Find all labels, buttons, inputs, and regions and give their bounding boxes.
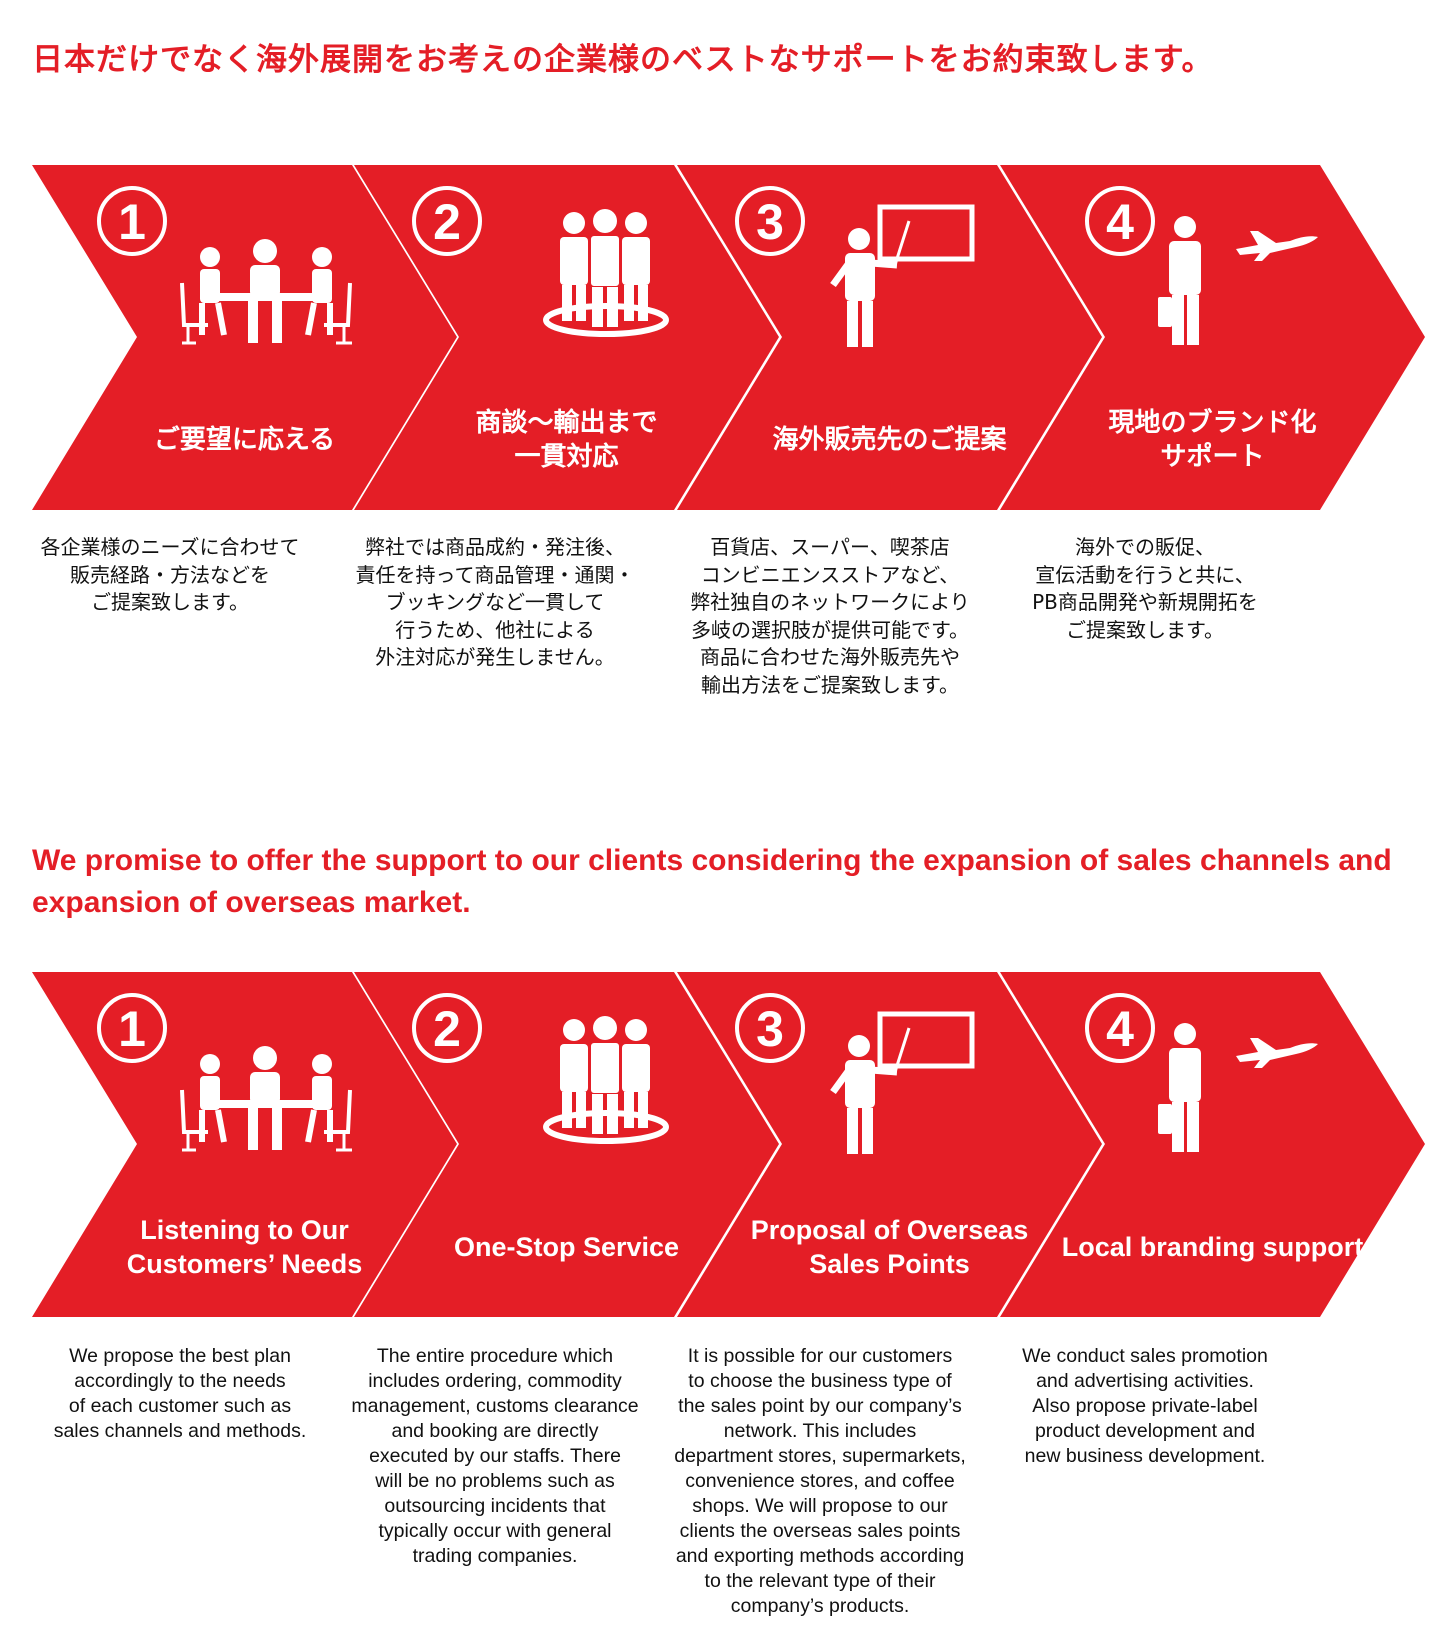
step-number-badge: 3 xyxy=(735,993,805,1063)
step-title: Local branding support xyxy=(1061,1232,1364,1262)
step-4-chevron: 4 Local branding support xyxy=(1000,972,1425,1317)
step-1-chevron: 1 ご要望に応える xyxy=(32,165,457,510)
step-3-chevron: 3 海外販売先のご提案 xyxy=(677,165,1102,510)
english-steps-row: 1 Listening to Our Customers’ Needs 2 On… xyxy=(0,972,1449,1317)
step-number-badge: 3 xyxy=(735,186,805,256)
step-title: 現地のブランド化 サポート xyxy=(1108,408,1317,472)
step-1-chevron: 1 Listening to Our Customers’ Needs xyxy=(32,972,457,1317)
step-number-badge: 4 xyxy=(1085,993,1155,1063)
step-title: ご要望に応える xyxy=(153,425,336,455)
step-1-description: 各企業様のニーズに合わせて 販売経路・方法などを ご提案致します。 xyxy=(40,535,300,614)
step-title: Listening to Our Customers’ Needs xyxy=(126,1215,363,1279)
japanese-heading: 日本だけでなく海外展開をお考えの企業様のベストなサポートをお約束致します。 xyxy=(32,42,1214,78)
step-3-chevron: 3 Proposal of Overseas Sales Points xyxy=(677,972,1102,1317)
step-3-description: 百貨店、スーパー、喫茶店 コンビニエンスストアなど、 弊社独自のネットワークによ… xyxy=(690,535,970,697)
step-number-badge: 1 xyxy=(97,993,167,1063)
step-title: Proposal of Overseas Sales Points xyxy=(750,1215,1029,1279)
step-4-chevron: 4 現地のブランド化 サポート xyxy=(1000,165,1425,510)
step-3-description: It is possible for our customers to choo… xyxy=(674,1345,966,1617)
step-2-description: The entire procedure which includes orde… xyxy=(351,1345,639,1567)
step-number-badge: 4 xyxy=(1085,186,1155,256)
step-title: 海外販売先のご提案 xyxy=(772,425,1007,455)
step-2-chevron: 2 One-Stop Service xyxy=(354,972,779,1317)
japanese-steps-row: 1 ご要望に応える 2 商談〜輸出まで 一貫対応 3 海外販売先のご提案 4 現… xyxy=(0,165,1449,510)
step-1-description: We propose the best plan accordingly to … xyxy=(53,1345,307,1442)
step-2-chevron: 2 商談〜輸出まで 一貫対応 xyxy=(354,165,779,510)
step-title: One-Stop Service xyxy=(453,1232,680,1262)
step-4-description: We conduct sales promotion and advertisi… xyxy=(1022,1345,1268,1467)
step-2-description: 弊社では商品成約・発注後、 責任を持って商品管理・通関・ ブッキングなど一貫して… xyxy=(355,535,635,669)
step-number-badge: 1 xyxy=(97,186,167,256)
step-number-badge: 2 xyxy=(412,186,482,256)
step-4-description: 海外での販促、 宣伝活動を行うと共に、 PB商品開発や新規開拓を ご提案致します… xyxy=(1032,535,1258,642)
english-heading: We promise to offer the support to our c… xyxy=(32,844,1392,919)
step-title: 商談〜輸出まで 一貫対応 xyxy=(475,408,658,472)
step-number-badge: 2 xyxy=(412,993,482,1063)
